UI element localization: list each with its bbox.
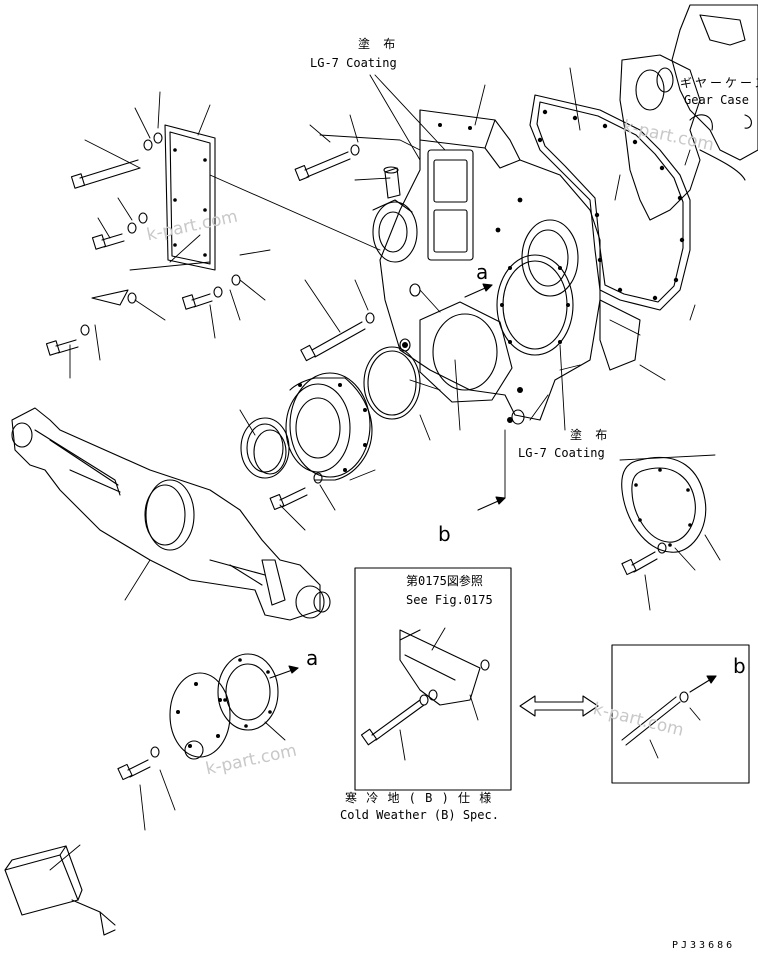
bolts <box>45 151 658 781</box>
see-fig-en-label: See Fig.0175 <box>406 593 493 607</box>
washers <box>80 132 667 758</box>
marker-a-lower: a <box>306 646 319 670</box>
coating-top-en-label: LG-7 Coating <box>310 56 397 70</box>
drive-shaft <box>4 845 116 936</box>
gear-case-gasket <box>529 94 691 371</box>
cold-weather-parts <box>360 629 490 746</box>
see-fig-jp-label: 第0175図参照 <box>406 574 483 588</box>
coated-seal-ring <box>496 254 574 356</box>
rear-cover-plate <box>621 456 707 553</box>
coating-mid-jp-label: 塗 布 <box>570 428 611 442</box>
o-ring <box>363 346 421 420</box>
cold-weather-jp-label: 寒 冷 地 ( B ) 仕 様 <box>345 791 493 805</box>
gear-case <box>619 4 758 221</box>
marker-a-upper: a <box>476 260 489 284</box>
gear-case-jp-label: ギヤーケース <box>680 76 758 90</box>
cold-weather-box <box>354 567 512 791</box>
leader-lines <box>49 67 721 871</box>
front-cover <box>372 109 601 425</box>
diagram-code: PJ33686 <box>672 940 736 951</box>
clip <box>91 289 129 306</box>
support-bracket <box>11 407 331 621</box>
oil-seal <box>240 417 290 479</box>
interchange-arrow <box>519 695 599 717</box>
small-cover-lower <box>169 672 231 760</box>
reference-arrows <box>269 283 717 693</box>
spec-b-parts <box>621 691 689 746</box>
spec-b-box <box>611 644 750 784</box>
housing-flange <box>285 372 373 481</box>
coating-mid-en-label: LG-7 Coating <box>518 446 605 460</box>
gear-case-en-label: Gear Case <box>684 93 750 107</box>
marker-b-left: b <box>438 522 451 546</box>
small-cover-gasket <box>164 124 216 271</box>
hex-gasket <box>419 301 513 403</box>
cold-weather-en-label: Cold Weather (B) Spec. <box>340 808 499 822</box>
small-gasket-lower <box>217 653 279 731</box>
marker-b-right: b <box>733 654 746 678</box>
coating-top-jp-label: 塗 布 <box>358 37 399 51</box>
